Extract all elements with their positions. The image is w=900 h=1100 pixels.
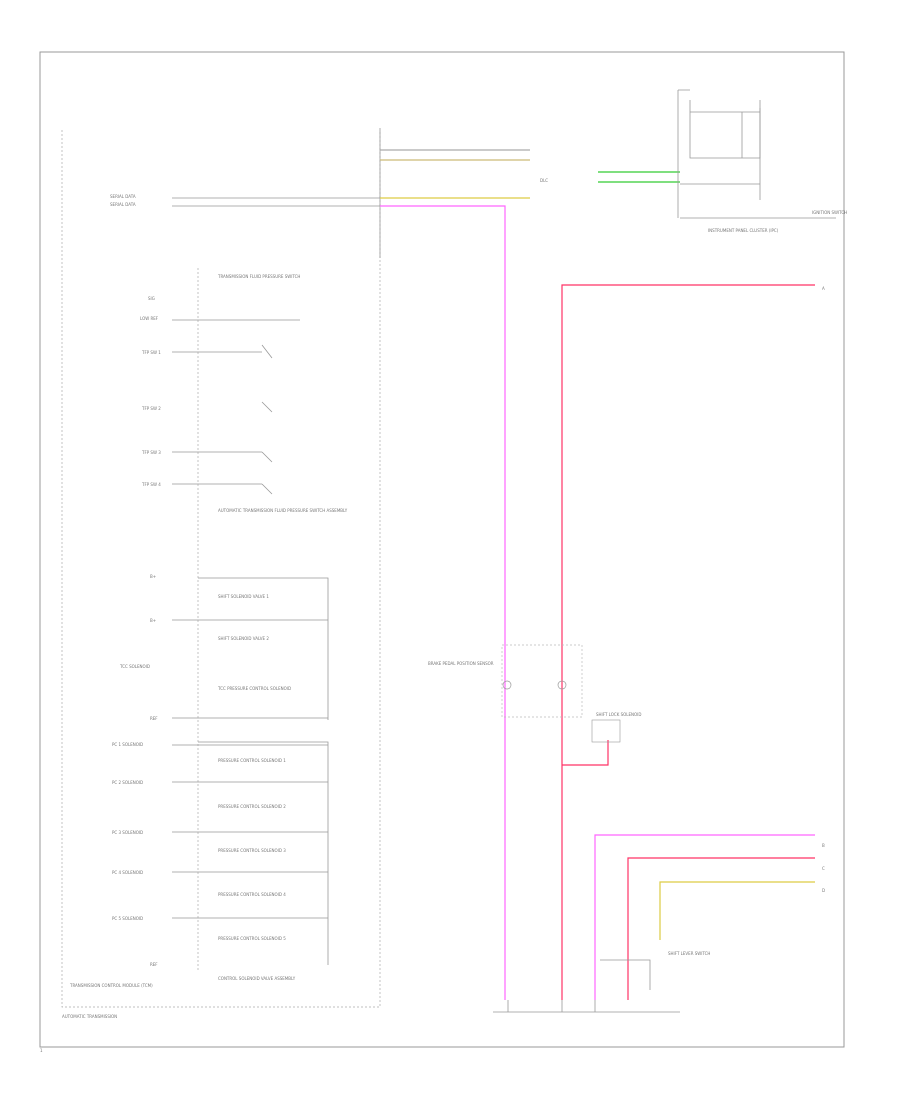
tcm-label: TRANSMISSION CONTROL MODULE (TCM) — [69, 983, 153, 988]
tcm-pin-2: SERIAL DATA — [110, 202, 136, 207]
brake-switch-label: BRAKE PEDAL POSITION SENSOR — [428, 661, 494, 666]
solenoid-label-8: PRESSURE CONTROL SOLENOID 5 — [218, 936, 286, 941]
solenoid-label-3: TCC PRESSURE CONTROL SOLENOID — [217, 686, 291, 691]
switch-contact-2 — [557, 680, 567, 690]
pink-wire-2 — [594, 834, 815, 1000]
cluster-lines — [680, 108, 761, 200]
fuse-block — [591, 719, 621, 743]
cluster-internal — [689, 100, 761, 159]
tcm-module-outline — [61, 130, 381, 1008]
tcm-pin-14: PC 2 SOLENOID — [112, 780, 143, 785]
tcm-pin-1: SERIAL DATA — [110, 194, 136, 199]
tcm-pin-16: PC 4 SOLENOID — [112, 870, 143, 875]
tcm-pin-7: TFP SW 3 — [141, 450, 161, 455]
tcm-pin-12: REF — [150, 716, 158, 721]
wire-end-c: C — [822, 866, 825, 871]
wire-end-d: D — [822, 888, 825, 893]
tcm-pin-11: TCC SOLENOID — [119, 664, 150, 669]
solenoid-label-6: PRESSURE CONTROL SOLENOID 3 — [218, 848, 286, 853]
cluster-label: INSTRUMENT PANEL CLUSTER (IPC) — [708, 228, 779, 233]
ign-switch-label: IGNITION SWITCH — [812, 210, 847, 215]
pink-wire-main — [380, 205, 506, 1000]
switch-contact-1 — [502, 680, 512, 690]
tcm-pin-6: TFP SW 2 — [141, 406, 161, 411]
diagram-frame — [39, 51, 845, 1048]
solenoid-label-7: PRESSURE CONTROL SOLENOID 4 — [218, 892, 286, 897]
cluster-outline — [677, 89, 836, 219]
page-number: 1 — [40, 1048, 43, 1053]
solenoid-label-1: SHIFT SOLENOID VALVE 1 — [218, 594, 269, 599]
tcm-pin-4: LOW REF — [140, 316, 159, 321]
tfp-switches — [261, 344, 273, 495]
wire-end-b: B — [822, 843, 825, 848]
tcm-pin-3: SIG — [148, 296, 155, 301]
tcm-pin-10: B+ — [150, 618, 156, 623]
dlc-label: DLC — [540, 178, 548, 183]
tcm-pin-13: PC 1 SOLENOID — [112, 742, 143, 747]
brake-switch-box — [501, 644, 583, 718]
yellow-wire — [659, 881, 815, 940]
solenoid-label-5: PRESSURE CONTROL SOLENOID 2 — [218, 804, 286, 809]
solenoid-label-4: PRESSURE CONTROL SOLENOID 1 — [218, 758, 286, 763]
auto-trans-label: AUTOMATIC TRANSMISSION — [62, 1014, 117, 1019]
red-branch — [562, 740, 609, 766]
shift-switch-lines — [600, 959, 651, 990]
ground-bus — [493, 1000, 680, 1013]
shift-lever-label: SHIFT LOCK SOLENOID — [596, 712, 641, 717]
tcm-pin-15: PC 3 SOLENOID — [112, 830, 143, 835]
tcm-pin-9: B+ — [150, 574, 156, 579]
solenoid-label-2: SHIFT SOLENOID VALVE 2 — [218, 636, 269, 641]
tcm-pin-5: TFP SW 1 — [141, 350, 161, 355]
solenoid-assembly-outline — [198, 577, 329, 965]
tfp-title: TRANSMISSION FLUID PRESSURE SWITCH — [217, 274, 300, 279]
tcm-pin-8: TFP SW 4 — [141, 482, 161, 487]
control-assembly-label: CONTROL SOLENOID VALVE ASSEMBLY — [218, 976, 296, 981]
solenoid-wires — [172, 619, 328, 919]
tcm-pin-17: PC 5 SOLENOID — [112, 916, 143, 921]
shift-switch-label: SHIFT LEVER SWITCH — [668, 951, 710, 956]
tcm-pin-18: REF — [150, 962, 158, 967]
tfp-wires — [172, 319, 300, 485]
red-wire-main — [561, 284, 815, 1000]
wire-end-a: A — [822, 286, 825, 291]
tfp-assembly-label: AUTOMATIC TRANSMISSION FLUID PRESSURE SW… — [218, 508, 348, 513]
red-wire-2 — [627, 857, 815, 1000]
